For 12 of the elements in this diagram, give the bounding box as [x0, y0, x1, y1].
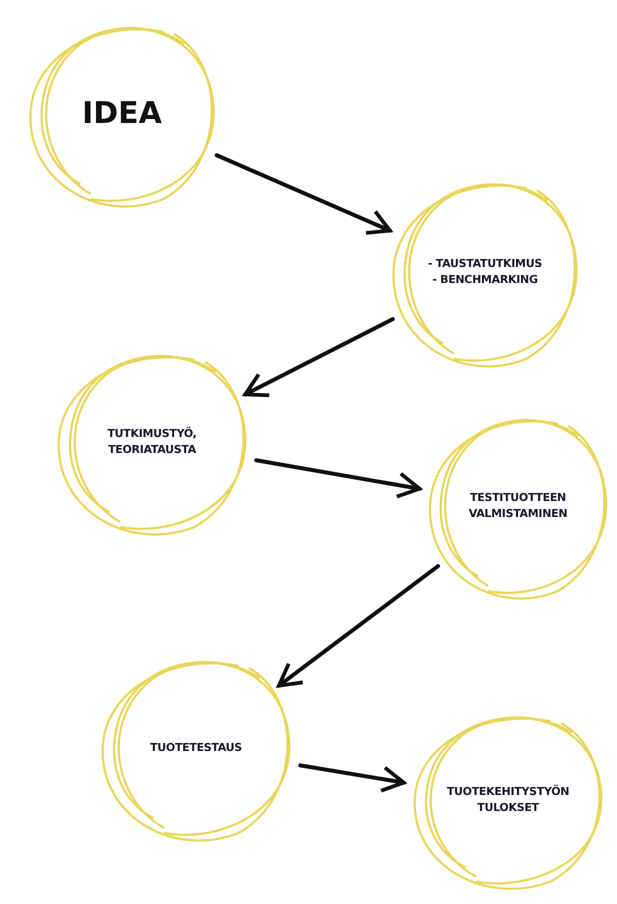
node-label: - BENCHMARKING	[432, 272, 538, 288]
arrow	[243, 317, 395, 398]
node-label: IDEA	[82, 95, 162, 134]
arrow	[254, 458, 422, 499]
node-label: TUOTETESTAUS	[150, 740, 242, 756]
node-label: - TAUSTATUTKIMUS	[428, 256, 542, 272]
node-label: TESTITUOTTEEN VALMISTAMINEN	[468, 490, 568, 522]
arrow	[214, 153, 392, 235]
node-label: TUOTEKEHITYSTYÖN TULOKSET	[446, 784, 570, 816]
arrow	[276, 564, 440, 688]
node-label: TUTKIMUSTYÖ, TEORIATAUSTA	[106, 426, 198, 458]
arrow	[298, 763, 406, 793]
